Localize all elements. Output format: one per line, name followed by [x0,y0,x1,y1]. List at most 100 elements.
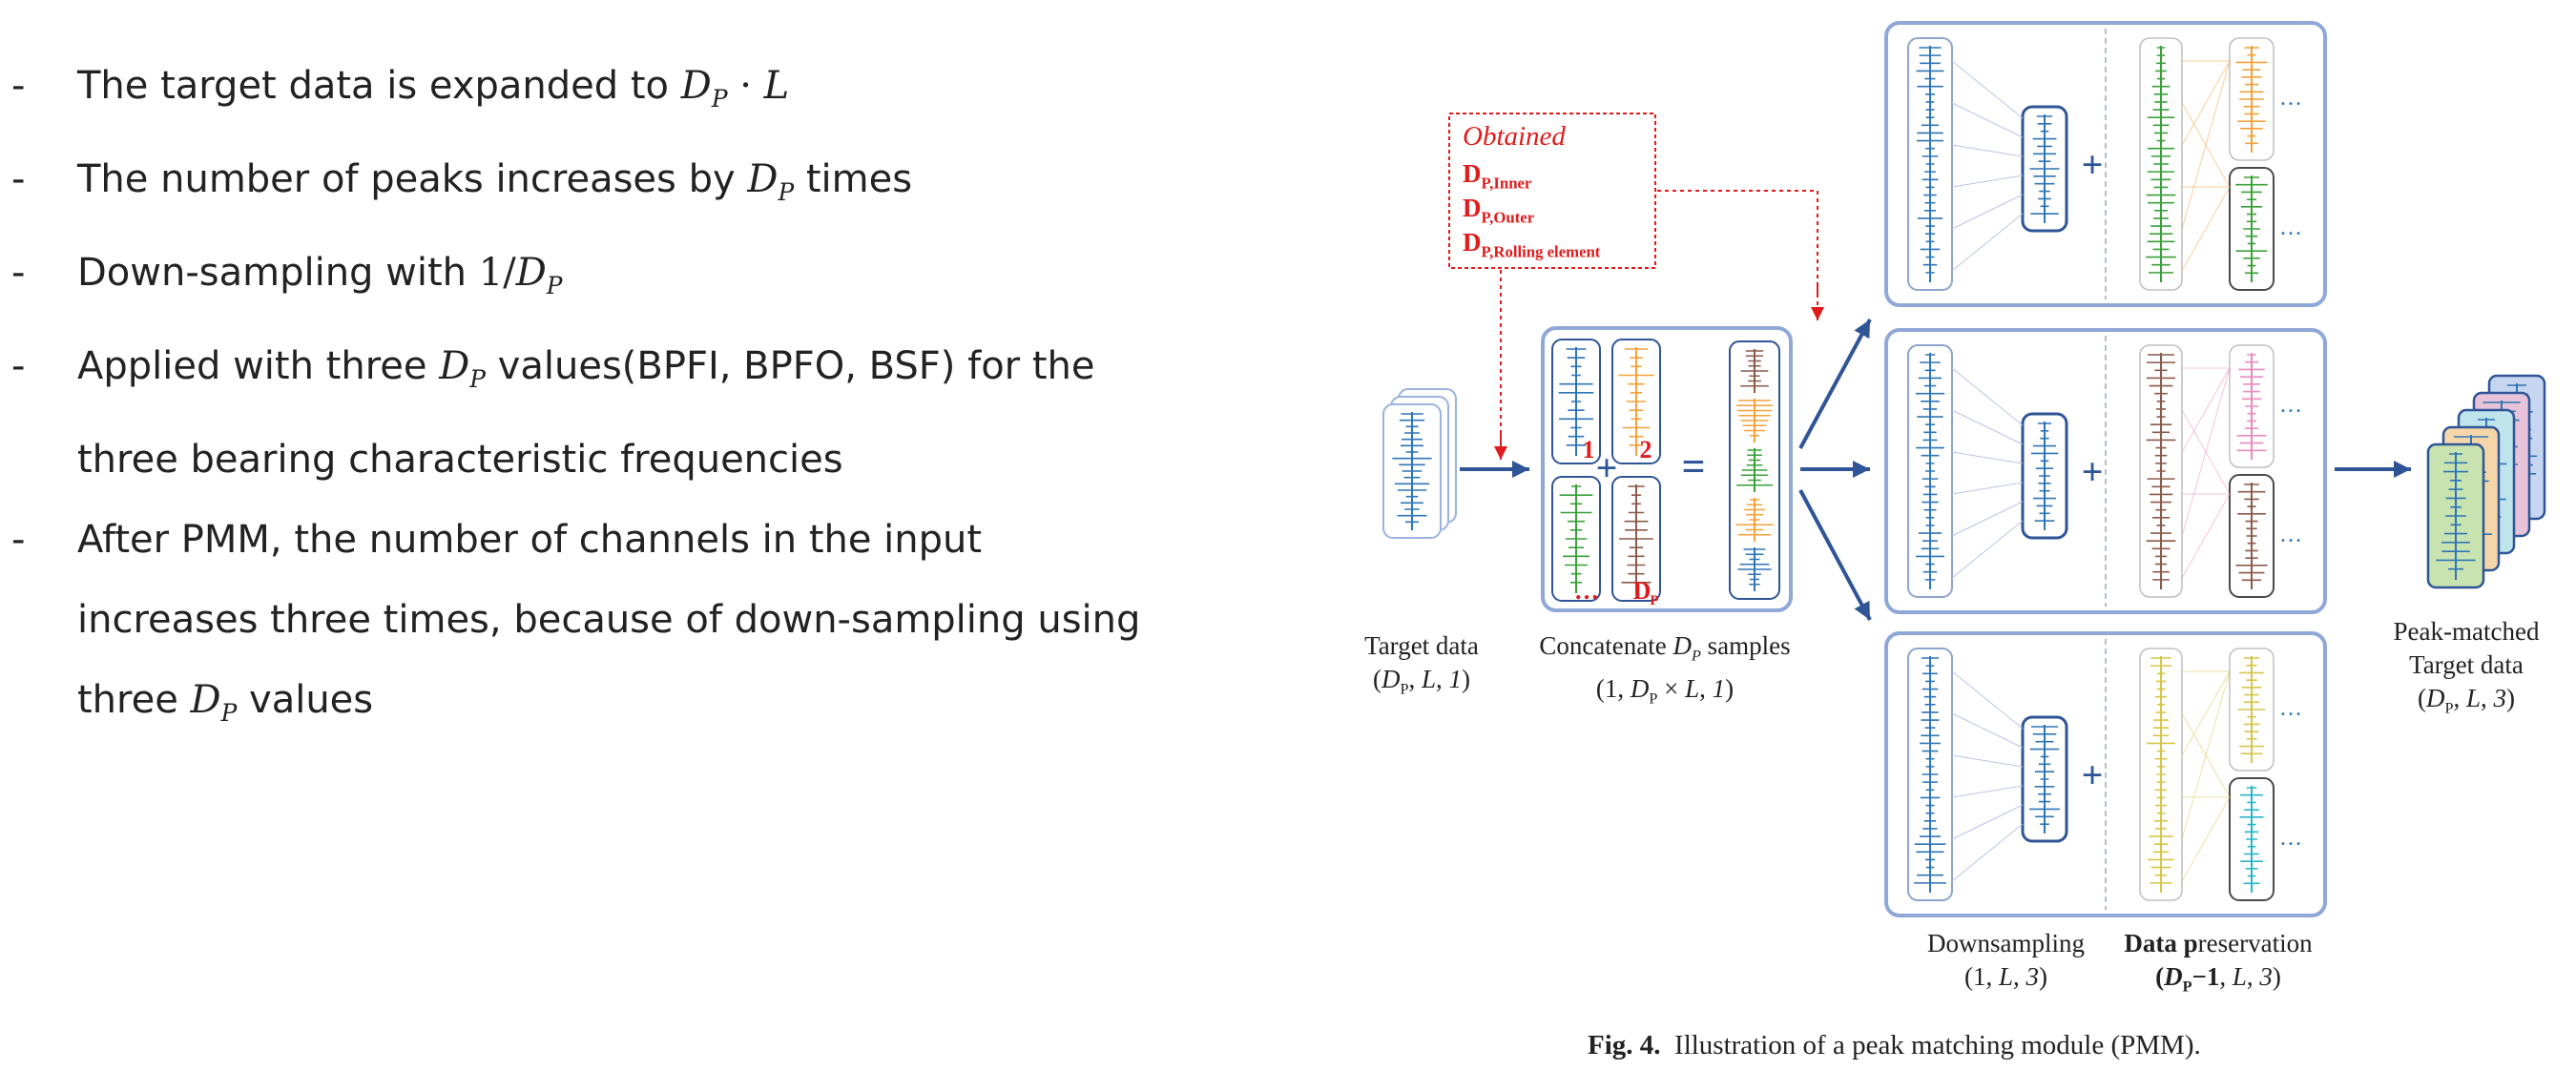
pmm-row-2-pres-line [2181,493,2231,579]
arrow-to-row-3 [1798,489,1872,621]
target-data-signal [1392,412,1432,530]
obtained-arrow-down-head [1494,446,1507,460]
pmm-row-1-ellipsis-a: … [2279,86,2302,111]
pmm-row-2-pres-sig [2146,353,2176,589]
pmm-row-1-ellipsis-b: … [2279,216,2302,240]
pmm-row-3-input-sig [1914,656,1946,893]
caption-target-data: Target data (DP, L, 1) [1331,629,1512,706]
pmm-row-2-map-line [1951,451,2024,464]
caption-peak-title1: Peak-matched [2393,617,2540,646]
pmm-row-2-map-line [1951,367,2024,426]
bullet-dash: - [11,251,26,295]
pmm-row-3-map-line [1951,754,2024,768]
pmm-row-2-map-line [1951,501,2024,537]
caption-concat-dims: (1, DP × L, 1) [1595,674,1735,708]
concat-sig-3 [1559,484,1593,593]
bullet-text: After PMM, the number of channels in the… [77,518,983,562]
bullet-text: three bearing characteristic frequencies [77,438,843,482]
pmm-row-1-map-line [1951,175,2024,188]
bullet-text: The target data is expanded to DP · L [77,64,790,113]
pmm-row-1-down-sig [2029,114,2060,223]
arrow-to-output-head [2394,461,2411,478]
concat-label-dp-sub: P [1650,593,1658,608]
arrow-to-row-2-head [1853,461,1870,478]
caption-concat-title: Concatenate DP samples [1539,631,1791,665]
bullet-item: - The number of peaks increases by DP tim… [0,139,1250,233]
bullet-item: - The target data is expanded to DP · L [0,46,1250,139]
arrow-to-row-1-head [1854,319,1870,340]
arrow-to-row-1 [1798,319,1872,449]
pmm-row-1-pres-sig-a [2235,46,2268,153]
bullet-item: - Down-sampling with 1/DP [0,233,1250,326]
concat-plus: + [1596,446,1618,489]
bullet-dash: - [11,157,26,201]
pmm-row-2-map-line [1951,409,2024,445]
caption-peak-matched: Peak-matched Target data (DP, L, 3) [2366,615,2566,725]
pmm-row-2-map-line [1951,520,2024,579]
pmm-row-1-pres-line [2181,186,2231,272]
pmm-row-2-map-line [1951,482,2024,495]
bullet-text: increases three times, because of down-s… [77,598,1141,642]
obtained-right-line [1657,190,1818,296]
pmm-row-3-pres-line [2181,670,2231,756]
arrow-to-row-3-head [1854,600,1870,620]
figure-caption: Fig. 4. Illustration of a peak matching … [1588,1030,2446,1061]
pmm-row-1-pres-sig-b [2235,175,2268,282]
output-signal [2436,452,2476,580]
obtained-row: DP,Outer [1463,194,1535,227]
bullet-list: - The target data is expanded to DP · L - T… [0,46,1250,753]
pmm-row-3-plus: + [2082,753,2104,796]
bullet-dash: - [11,518,26,562]
figure-caption-label: Fig. 4. [1588,1030,1661,1060]
pmm-row-3-map-line [1951,785,2024,798]
bullet-dash: - [11,344,26,388]
concat-label-1: 1 [1583,436,1595,463]
obtained-title: Obtained [1463,121,1566,152]
caption-target-title: Target data [1364,631,1479,660]
concat-sig-1 [1558,347,1594,456]
pmm-row-1-pres-line [2181,60,2231,230]
concat-label-dots: … [1574,577,1599,605]
pmm-row-3-pres-line [2181,796,2231,882]
pmm-row-2-ellipsis-a: … [2279,393,2302,418]
pmm-row-1-input-sig [1916,46,1944,282]
pmm-row-1-map-line [1951,213,2024,272]
pmm-row-3-ellipsis-b: … [2279,826,2302,851]
pmm-row-3-map-line [1951,804,2024,840]
pmm-row-1-map-line [1951,194,2024,230]
pmm-row-1-map-line [1951,102,2024,138]
caption-downsampling-dims: (1, L, 3) [1963,962,2048,991]
pmm-row-2-pres-sig-b [2235,483,2268,589]
bullet-item: - After PMM, the number of channels in th… [0,500,1250,580]
pmm-row-1-map-line [1951,144,2024,157]
obtained-arrow-right-head [1811,307,1824,320]
pmm-row-2-pres-line [2181,367,2231,537]
obtained-row: DP,Rolling element [1463,228,1601,261]
bullet-dash: - [11,64,26,108]
pmm-row-3-map-line [1951,712,2024,749]
pmm-row-2-pres-sig-a [2236,353,2267,460]
caption-downsampling: Downsampling (1, L, 3) [1903,927,2109,994]
pmm-row-3-map-line [1951,823,2024,882]
pmm-row-3-map-line [1951,670,2024,730]
bullet-text: Applied with three DP values(BPFI, BPFO,… [77,344,1095,393]
bullet-item: increases three times, because of down-s… [0,580,1250,660]
obtained-box-border [1448,113,1656,269]
caption-peak-title2: Target data [2409,650,2524,679]
bullet-item: three bearing characteristic frequencies [0,420,1250,500]
pmm-row-1-pres-line [2181,60,2231,146]
concat-label-2: 2 [1640,436,1652,463]
concat-result-seg [1740,349,1769,393]
caption-downsampling-title: Downsampling [1927,929,2085,957]
pmm-row-3-down-sig [2029,725,2060,834]
pmm-row-2-pres-line [2181,367,2231,453]
pmm-row-2-down-sig [2030,422,2059,530]
concat-result-seg [1735,498,1774,542]
bullet-text: The number of peaks increases by DP time… [77,157,913,206]
bullet-text: Down-sampling with 1/DP [77,251,563,299]
pmm-row-2-plus: + [2082,450,2104,493]
caption-target-dims: (DP, L, 1) [1372,665,1471,698]
